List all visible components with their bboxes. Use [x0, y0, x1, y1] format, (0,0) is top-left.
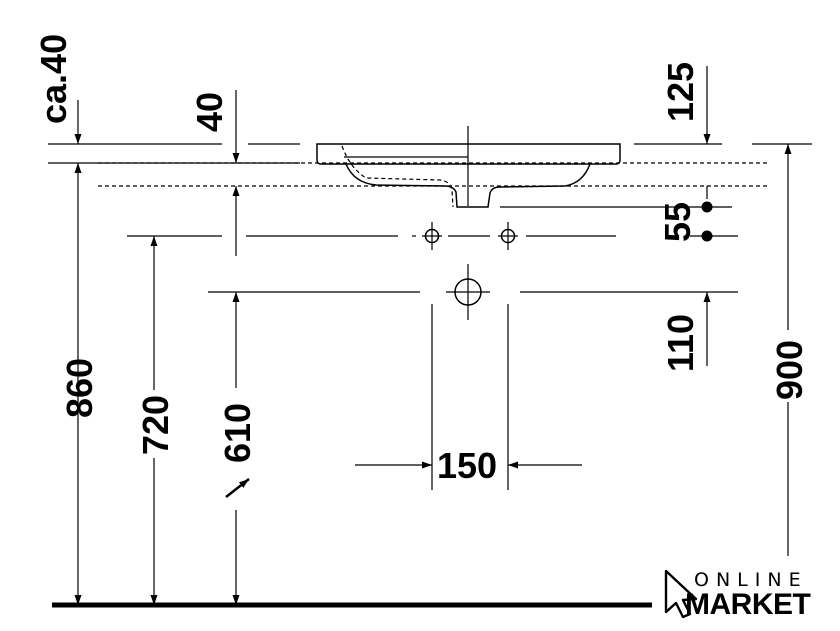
label-55: 55 [657, 202, 698, 242]
label-720: 720 [135, 395, 176, 455]
label-860: 860 [59, 358, 100, 418]
top-reference-lines [48, 143, 812, 187]
logo-text-online: ONLINE [694, 569, 808, 591]
dimension-lines [74, 66, 792, 605]
logo-text-market: MARKET [685, 588, 810, 621]
waste-connection [208, 264, 738, 490]
dim-55-markers [500, 186, 738, 242]
washbasin-outline [316, 143, 621, 208]
label-40: 40 [189, 92, 230, 132]
label-610: 610 [217, 403, 258, 463]
label-125: 125 [660, 62, 701, 122]
label-900: 900 [769, 340, 810, 400]
online-market-logo: ONLINE MARKET [664, 569, 811, 621]
cursor-icon [664, 569, 698, 619]
label-110: 110 [660, 314, 701, 372]
label-150: 150 [437, 445, 497, 486]
supply-connections [127, 222, 616, 250]
label-ca40: ca.40 [33, 34, 74, 124]
